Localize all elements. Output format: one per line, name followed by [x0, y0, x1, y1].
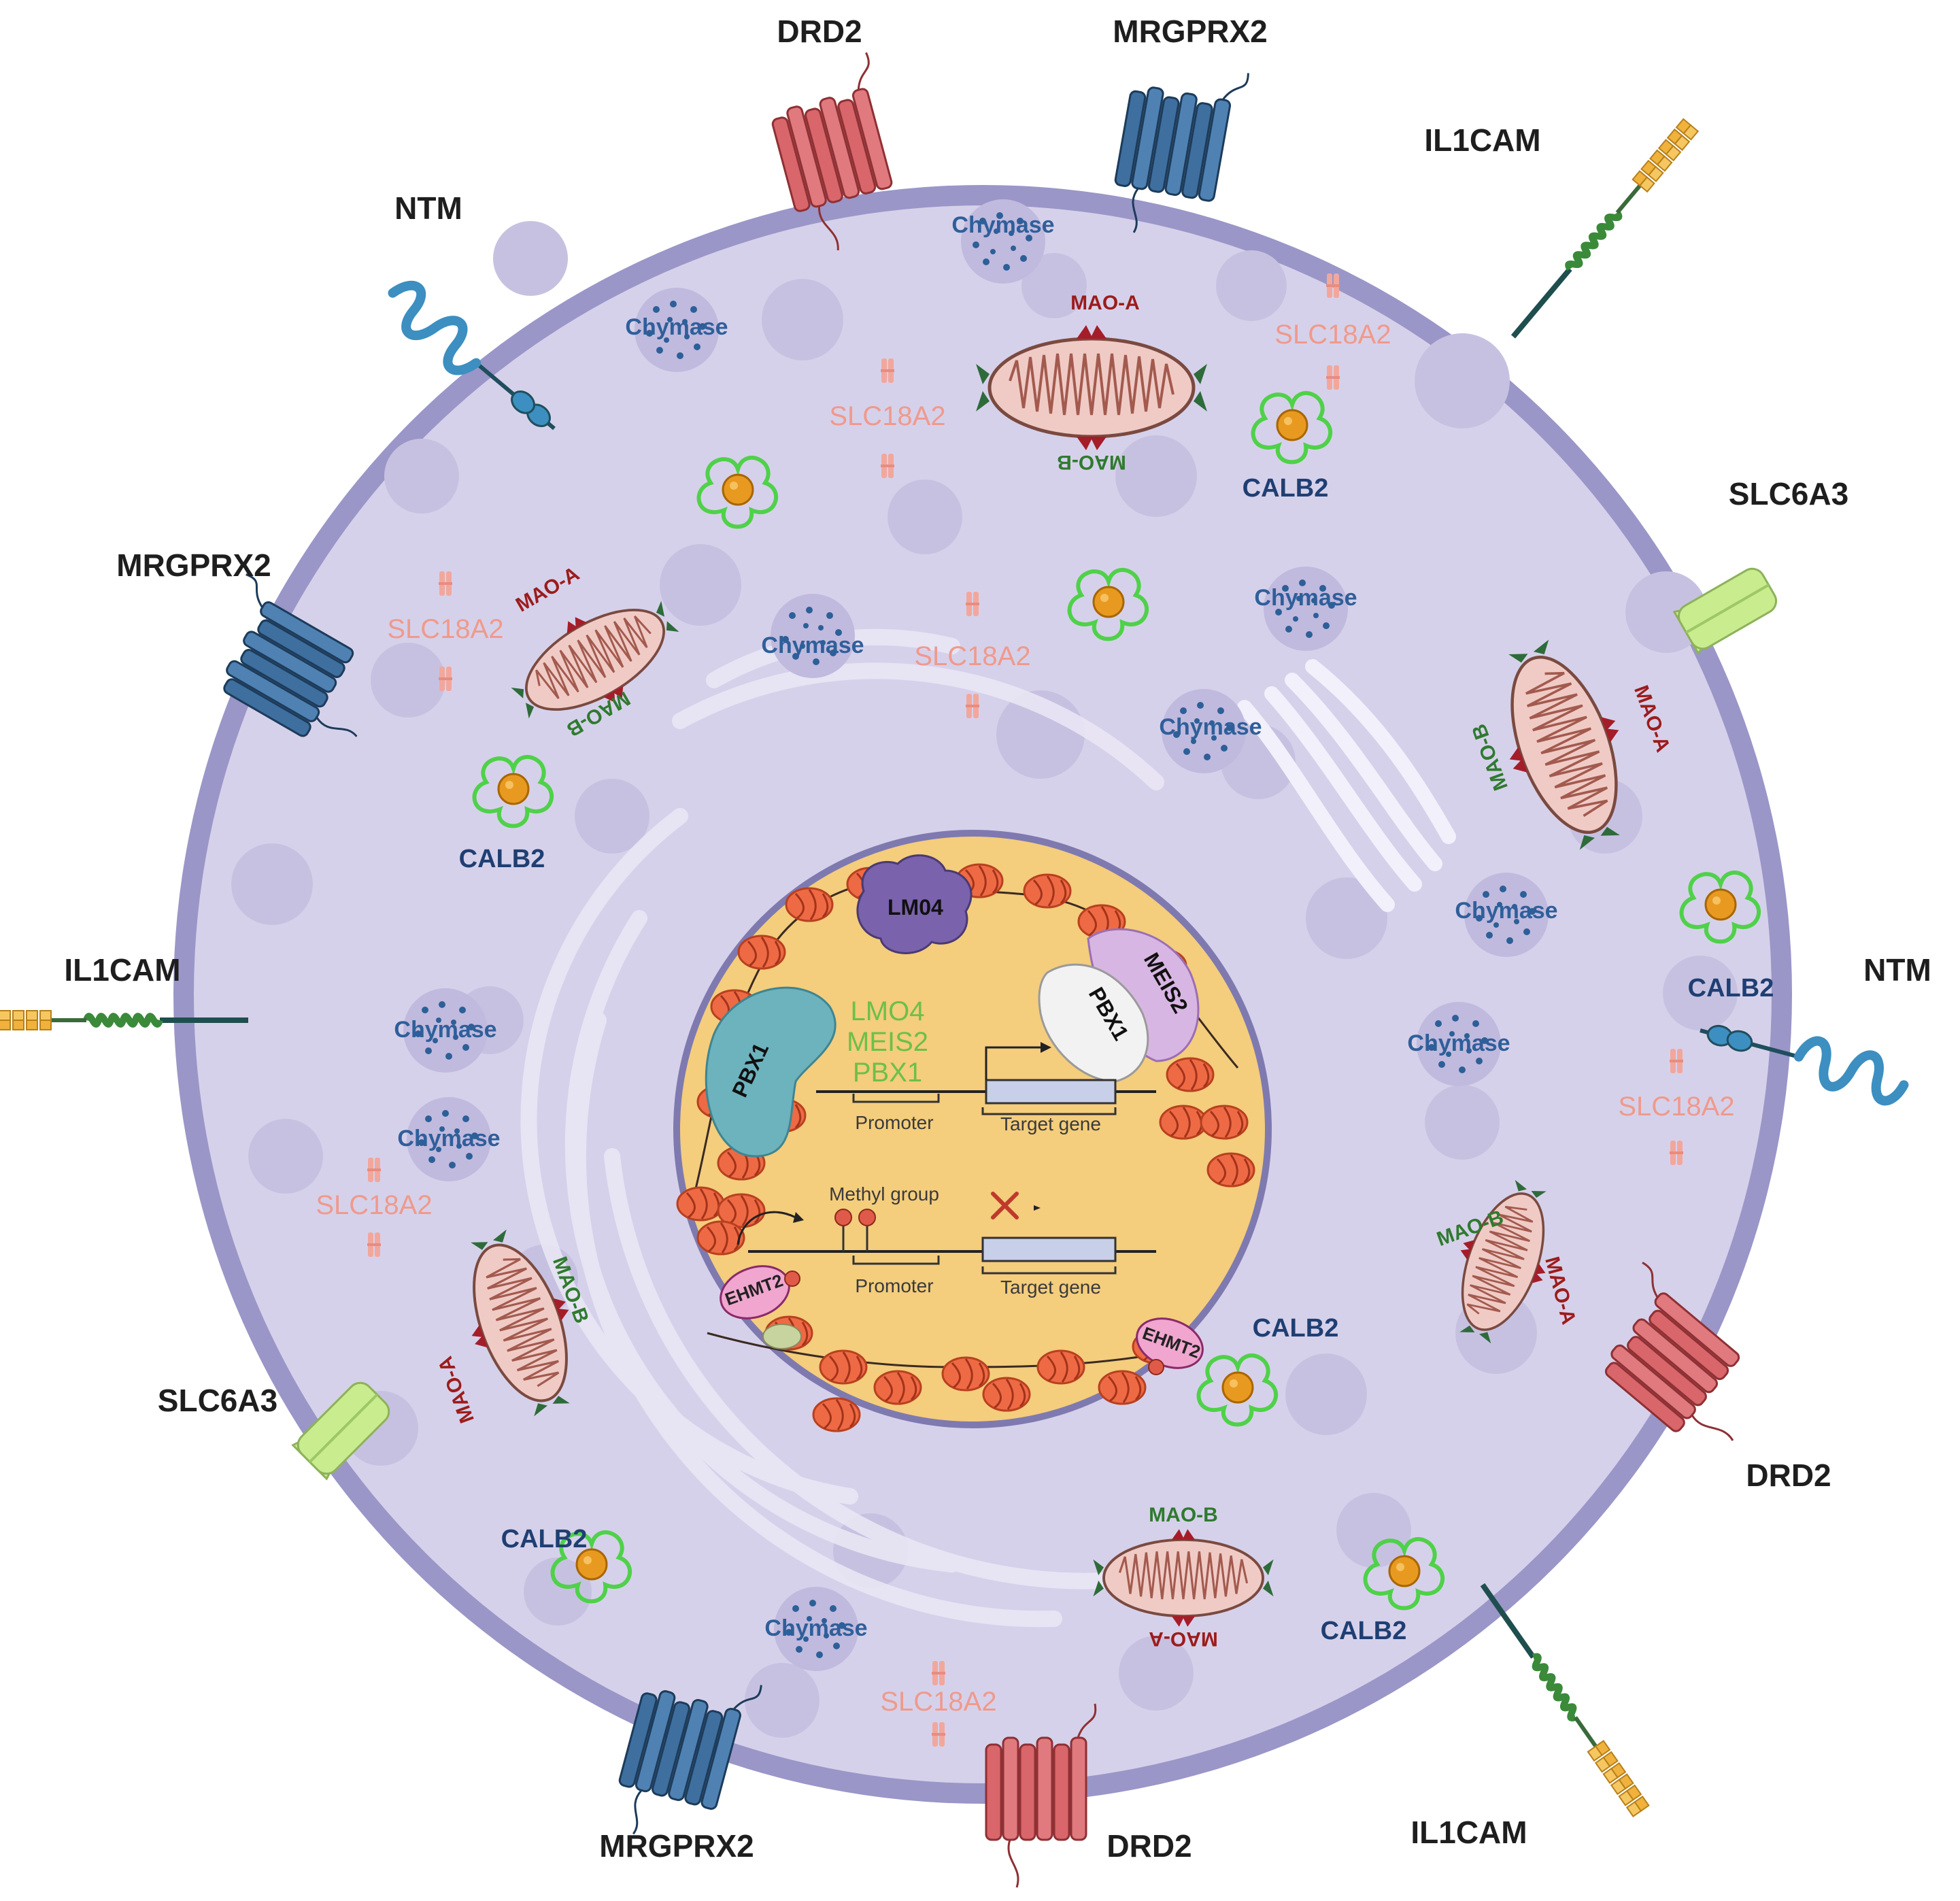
- tf-pbx1: PBX1: [853, 1058, 922, 1088]
- calb2-label-4: CALB2: [1253, 1314, 1339, 1343]
- slc18a2-label-1: SLC18A2: [829, 401, 945, 431]
- drd2-bottom-label: DRD2: [1106, 1828, 1192, 1864]
- calb2-label-6: CALB2: [1321, 1617, 1407, 1645]
- tf-lmo4: LMO4: [851, 996, 925, 1026]
- chymase-label-2: Chymase: [625, 314, 728, 340]
- mrgprx2-left-label: MRGPRX2: [116, 548, 271, 583]
- chymase-label-7: Chymase: [1407, 1030, 1510, 1056]
- target-gene-label-repressed: Target gene: [1000, 1277, 1101, 1298]
- calb2-label-3: CALB2: [1688, 974, 1774, 1003]
- slc18a2-label-6: SLC18A2: [316, 1190, 432, 1220]
- mao-a-label-6: MAO-A: [1149, 1628, 1218, 1650]
- promoter-label-active: Promoter: [855, 1112, 933, 1133]
- mao-a-label-1: MAO-A: [1070, 292, 1140, 314]
- chymase-label-1: Chymase: [951, 212, 1054, 238]
- chymase-label-3: Chymase: [761, 633, 864, 658]
- il1cam-bottom-right: [1475, 1579, 1649, 1817]
- chymase-label-9: Chymase: [397, 1126, 500, 1151]
- slc18a2-label-2: SLC18A2: [1274, 320, 1391, 350]
- drd2-right-label: DRD2: [1746, 1458, 1831, 1493]
- pbx1-left-protein: [705, 986, 837, 1158]
- mao-b-label-1: MAO-B: [1057, 451, 1126, 473]
- ehmt2-right: [1136, 1317, 1204, 1375]
- slc18a2-label-5: SLC18A2: [1618, 1092, 1734, 1122]
- chymase-label-6: Chymase: [1455, 898, 1557, 924]
- chymase-label-8: Chymase: [394, 1017, 496, 1043]
- endoplasmic-reticulum: [520, 628, 1219, 1628]
- lmo4-protein-label: LM04: [888, 895, 943, 920]
- ehmt2-left: [720, 1265, 802, 1349]
- mao-b-label-6: MAO-B: [1149, 1504, 1218, 1526]
- slc18a2-label-7: SLC18A2: [880, 1687, 996, 1717]
- calb2-label-5: CALB2: [501, 1525, 588, 1553]
- il1cam-top-right-label: IL1CAM: [1424, 122, 1540, 158]
- lmo4-protein: [856, 854, 973, 954]
- ntm-top-left-label: NTM: [394, 190, 462, 226]
- golgi-apparatus: [1237, 659, 1456, 912]
- ntm-right-label: NTM: [1863, 952, 1931, 988]
- il1cam-bottom-right-label: IL1CAM: [1410, 1815, 1527, 1850]
- mrgprx2-bottom-label: MRGPRX2: [599, 1828, 754, 1864]
- chymase-label-10: Chymase: [764, 1615, 867, 1641]
- repressed-gene-schematic: [737, 1192, 1156, 1275]
- drd2-top-label: DRD2: [777, 14, 862, 49]
- methyl-group-label: Methyl group: [829, 1183, 939, 1205]
- slc18a2-label-4: SLC18A2: [914, 641, 1030, 671]
- il1cam-left-label: IL1CAM: [64, 952, 180, 988]
- mrgprx2-top-label: MRGPRX2: [1113, 14, 1267, 49]
- meis2-pbx1-complex: [1038, 928, 1200, 1083]
- slc6a3-right-label: SLC6A3: [1729, 476, 1848, 511]
- slc6a3-left-label: SLC6A3: [158, 1383, 277, 1418]
- promoter-label-repressed: Promoter: [855, 1275, 933, 1296]
- active-gene-schematic: [816, 1042, 1156, 1115]
- calb2-label-1: CALB2: [1243, 474, 1329, 503]
- tf-meis2: MEIS2: [847, 1027, 928, 1057]
- slc18a2-label-3: SLC18A2: [387, 614, 503, 644]
- target-gene-label-active: Target gene: [1000, 1113, 1101, 1134]
- chymase-label-5: Chymase: [1159, 714, 1262, 740]
- calb2-label-2: CALB2: [459, 845, 545, 873]
- chymase-label-4: Chymase: [1254, 585, 1357, 611]
- slc6a3-right-transporter: [1672, 562, 1782, 655]
